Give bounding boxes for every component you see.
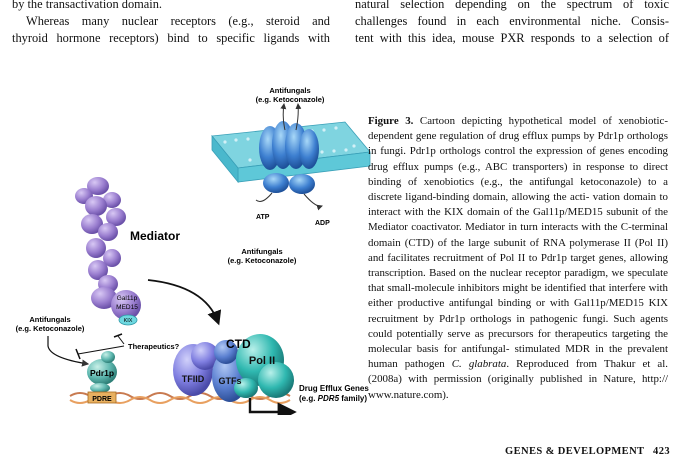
- therapeutics-label: Therapeutics?: [128, 342, 180, 351]
- page-number: 423: [653, 446, 670, 457]
- caption-label: Figure 3.: [368, 115, 414, 127]
- pdr1p-protein: [87, 351, 117, 393]
- caption-tail: . Reproduced from Thakur et al. (2008a) …: [368, 358, 668, 401]
- inhibition-bar: [75, 348, 81, 360]
- tfiid-label: TFIID: [182, 374, 205, 384]
- text-column-right: natural selection depending on the spect…: [355, 0, 669, 47]
- text-line: by the transactivation domain.: [12, 0, 163, 11]
- page-footer: GENES & DEVELOPMENT 423: [505, 446, 670, 457]
- antifungal-binding-arrow: [47, 336, 90, 367]
- text-line: thyroid hormone receptors) bind to speci…: [12, 31, 330, 45]
- transcription-complex: [173, 334, 294, 402]
- mediator-to-ctd-arrow: [147, 279, 222, 326]
- antifungals-left-label: Antifungals: [29, 315, 70, 324]
- figure-caption: Figure 3. Cartoon depicting hypothetical…: [368, 114, 668, 403]
- efflux-genes-label: Drug Efflux Genes: [299, 384, 369, 393]
- pol2-label: Pol II: [249, 355, 275, 367]
- efflux-transporter: [259, 121, 319, 194]
- antifungals-mid-example: (e.g. Ketoconazole): [228, 256, 297, 265]
- gtfs-label: GTFs: [218, 376, 241, 386]
- mediator-complex: [75, 177, 141, 320]
- text-line: challenges found in each environmental n…: [355, 14, 669, 28]
- ctd-label: CTD: [226, 337, 251, 351]
- figure-3-illustration: Antifungals (e.g. Ketoconazole) ATP ADP …: [16, 86, 371, 415]
- efflux-genes-example: (e.g. PDR5 family): [299, 394, 367, 403]
- gal11p-label: Gal11p: [117, 295, 138, 302]
- journal-name: GENES & DEVELOPMENT: [505, 446, 645, 457]
- kix-label: KIX: [124, 318, 133, 324]
- atp-label: ATP: [256, 214, 270, 221]
- text-line: Whereas many nuclear receptors (e.g., st…: [26, 14, 330, 28]
- pdre-box: [87, 391, 117, 404]
- inhibition-line: [77, 345, 125, 355]
- antifungals-mid-label: Antifungals: [241, 247, 282, 256]
- text-line: tent with this idea, mouse PXR responds …: [355, 31, 669, 45]
- antifungals-left-example: (e.g. Ketoconazole): [16, 324, 85, 333]
- kix-domain: [118, 314, 138, 326]
- med15-label: MED15: [116, 304, 138, 311]
- efflux-arrows: [255, 103, 323, 211]
- pdr1p-label: Pdr1p: [90, 368, 114, 378]
- inhibition-line-kix: [117, 335, 125, 345]
- transcription-arrow: [248, 398, 297, 415]
- text-line: natural selection depending on the spect…: [355, 0, 669, 11]
- adp-label: ADP: [315, 220, 330, 227]
- antifungals-top-label: Antifungals: [269, 86, 310, 95]
- caption-species: C. glabrata: [451, 358, 507, 371]
- mediator-label: Mediator: [130, 229, 180, 243]
- text-column-left: by the transactivation domain. Whereas m…: [12, 0, 330, 47]
- caption-text: Cartoon depicting hypothetical model of …: [368, 115, 669, 371]
- inhibition-bar-kix: [113, 333, 123, 338]
- pdre-label: PDRE: [92, 396, 112, 403]
- antifungals-top-example: (e.g. Ketoconazole): [256, 95, 325, 104]
